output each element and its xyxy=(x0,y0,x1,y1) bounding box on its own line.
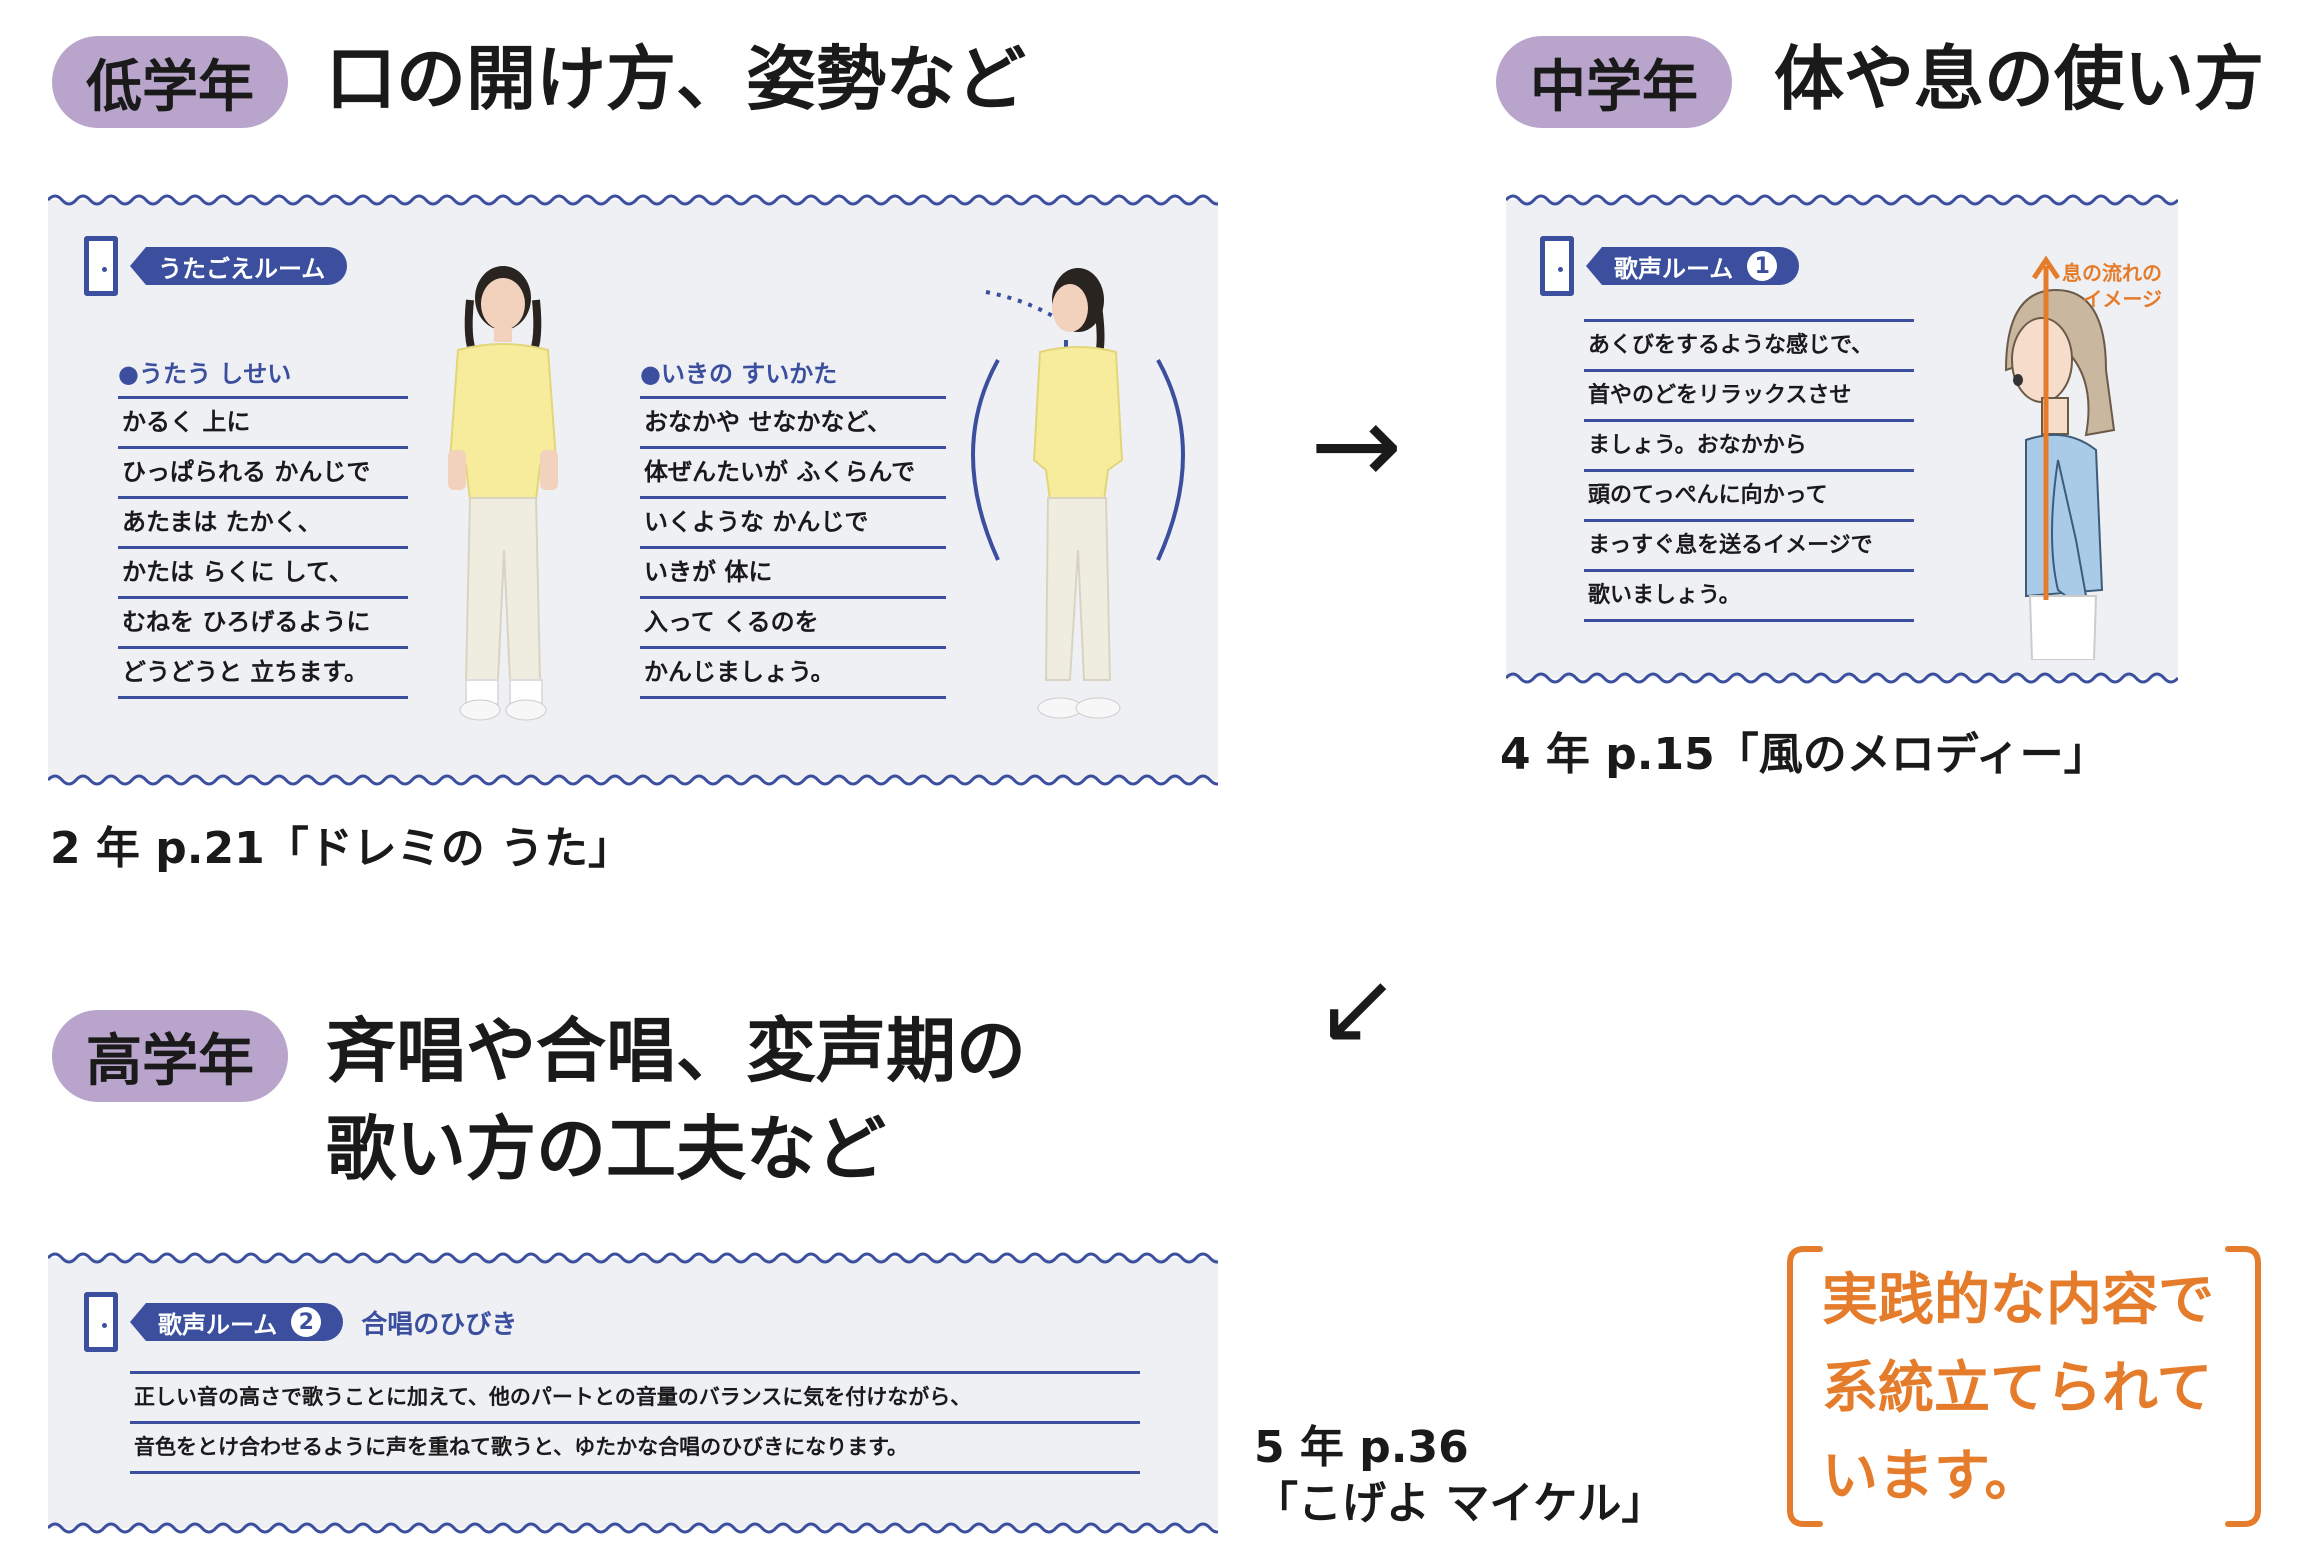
posture-line: どうどうと 立ちます。 xyxy=(118,649,408,699)
panel-high-bottom-edge xyxy=(48,1522,1218,1534)
grade-badge-mid-text: 中学年 xyxy=(1530,54,1698,120)
caption-high-line: 5 年 p.36 xyxy=(1254,1422,1469,1473)
arrow-right-icon: → xyxy=(1310,381,1403,509)
caption-high-line: 「こげよ マイケル」 xyxy=(1254,1478,1666,1529)
room-subtitle: 合唱のひびき xyxy=(361,1309,518,1340)
mid-line: まっすぐ息を送るイメージで xyxy=(1584,522,1914,572)
room-label: 歌声ルーム 2 xyxy=(130,1303,344,1341)
mid-line: 首やのどをリラックスさせ xyxy=(1584,372,1914,422)
grade-badge-low-text: 低学年 xyxy=(86,54,254,120)
room-label-text: 歌声ルーム xyxy=(1614,254,1734,283)
caption-mid: 4 年 p.15「風のメロディー」 xyxy=(1500,729,2108,780)
posture-line: かるく 上に xyxy=(118,399,408,449)
summary-line: います。 xyxy=(1822,1444,2041,1509)
breathing-line: かんじましょう。 xyxy=(640,649,946,699)
breath-flow-illustration xyxy=(2004,255,2116,660)
heading-low: 口の開け方、姿勢など xyxy=(326,38,1026,120)
breathing-line: おなかや せなかなど、 xyxy=(640,399,946,449)
posture-line: あたまは たかく、 xyxy=(118,499,408,549)
heading-mid: 体や息の使い方 xyxy=(1774,38,2264,120)
grade-badge-low: 低学年 xyxy=(52,36,288,128)
heading-high-line: 斉唱や合唱、変声期の xyxy=(326,1010,1026,1092)
mid-line: ましょう。おなかから xyxy=(1584,422,1914,472)
high-line: 正しい音の高さで歌うことに加えて、他のパートとの音量のバランスに気を付けながら、 xyxy=(130,1374,1140,1424)
breathing-list: ●いきの すいかた おなかや せなかなど、 体ぜんたいが ふくらんで いくような… xyxy=(640,352,946,699)
panel-low: うたごえルーム ●うたう しせい かるく 上に ひっぱられる かんじで あたまは… xyxy=(48,194,1218,786)
room-label-text: うたごえルーム xyxy=(158,254,326,283)
breathing-line: 体ぜんたいが ふくらんで xyxy=(640,449,946,499)
high-line: 音色をとけ合わせるように声を重ねて歌うと、ゆたかな合唱のひびきになります。 xyxy=(130,1424,1140,1474)
arrow-down-left-icon: ↙ xyxy=(1316,949,1400,1066)
door-icon xyxy=(84,236,118,296)
grade-badge-high: 高学年 xyxy=(52,1010,288,1102)
panel-high-top-edge xyxy=(48,1252,1218,1264)
breathing-heading: ●いきの すいかた xyxy=(640,352,946,399)
panel-low-top-edge xyxy=(48,194,1218,206)
mid-line: 歌いましょう。 xyxy=(1584,572,1914,622)
posture-line: かたは らくに して、 xyxy=(118,549,408,599)
breath-flow-label-line: 息の流れの xyxy=(2062,261,2162,285)
panel-low-bottom-edge xyxy=(48,774,1218,786)
panel-mid-top-edge xyxy=(1506,194,2178,206)
heading-high-line: 歌い方の工夫など xyxy=(326,1108,886,1190)
mid-text-list: あくびをするような感じで、 首やのどをリラックスさせ ましょう。おなかから 頭の… xyxy=(1584,316,1914,622)
room-label-text: 歌声ルーム xyxy=(158,1310,278,1339)
posture-list: ●うたう しせい かるく 上に ひっぱられる かんじで あたまは たかく、 かた… xyxy=(118,352,408,699)
caption-low: 2 年 p.21「ドレミの うた」 xyxy=(50,823,633,874)
room-tag-low: うたごえルーム xyxy=(84,236,348,296)
mid-line: あくびをするような感じで、 xyxy=(1584,322,1914,372)
breathing-line: いくような かんじで xyxy=(640,499,946,549)
summary-left-bracket xyxy=(1787,1246,1823,1527)
girl-front-illustration xyxy=(448,266,558,721)
breath-flow-label: 息の流れの イメージ xyxy=(2062,260,2162,312)
breathing-line: 入って くるのを xyxy=(640,599,946,649)
door-icon xyxy=(1540,236,1574,296)
summary-text: 実践的な内容で 系統立てられて います。 xyxy=(1822,1257,2214,1521)
grade-badge-high-text: 高学年 xyxy=(86,1028,254,1094)
room-number: 1 xyxy=(1747,251,1778,281)
rule xyxy=(1584,316,1914,322)
panel-mid-bottom-edge xyxy=(1506,672,2178,684)
breathing-line: いきが 体に xyxy=(640,549,946,599)
room-label: うたごえルーム xyxy=(130,247,348,285)
summary-line: 実践的な内容で xyxy=(1822,1268,2214,1333)
room-tag-mid: 歌声ルーム 1 xyxy=(1540,236,1800,296)
caption-high: 5 年 p.36 「こげよ マイケル」 xyxy=(1254,1420,1665,1532)
posture-heading: ●うたう しせい xyxy=(118,352,408,399)
room-label: 歌声ルーム 1 xyxy=(1586,247,1800,285)
posture-line: むねを ひろげるように xyxy=(118,599,408,649)
grade-badge-mid: 中学年 xyxy=(1496,36,1732,128)
mid-line: 頭のてっぺんに向かって xyxy=(1584,472,1914,522)
heading-high: 斉唱や合唱、変声期の 歌い方の工夫など xyxy=(326,1002,1026,1198)
summary-right-bracket xyxy=(2225,1246,2261,1527)
rule xyxy=(130,1368,1140,1374)
panel-high: 歌声ルーム 2 合唱のひびき 正しい音の高さで歌うことに加えて、他のパートとの音… xyxy=(48,1252,1218,1534)
posture-line: ひっぱられる かんじで xyxy=(118,449,408,499)
door-icon xyxy=(84,1292,118,1352)
girl-side-illustration xyxy=(971,268,1185,719)
high-text-list: 正しい音の高さで歌うことに加えて、他のパートとの音量のバランスに気を付けながら、… xyxy=(130,1368,1140,1474)
summary-line: 系統立てられて xyxy=(1822,1356,2213,1421)
room-number: 2 xyxy=(291,1307,322,1337)
summary-box: 実践的な内容で 系統立てられて います。 xyxy=(1784,1245,2264,1528)
panel-mid: 歌声ルーム 1 あくびをするような感じで、 首やのどをリラックスさせ ましょう。… xyxy=(1506,194,2178,684)
room-tag-high: 歌声ルーム 2 合唱のひびき xyxy=(84,1292,517,1352)
breath-flow-label-line: イメージ xyxy=(2082,287,2162,311)
